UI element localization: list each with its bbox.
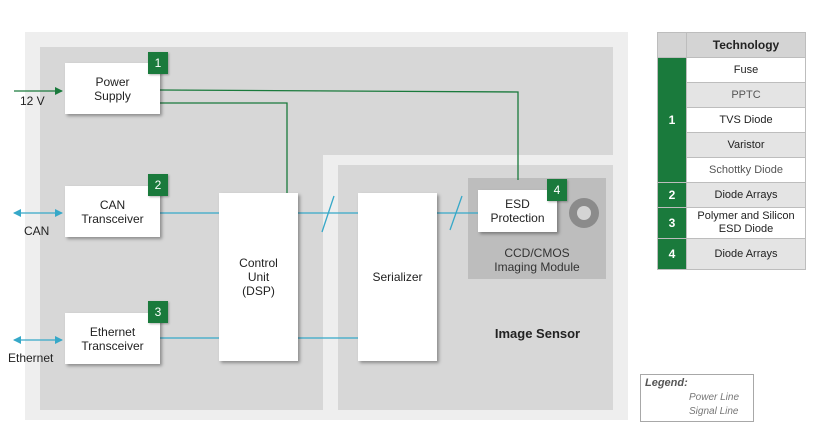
badge-3: 3 bbox=[148, 301, 168, 323]
bus-slash-1 bbox=[321, 195, 335, 233]
table-header-row: Technology bbox=[657, 32, 806, 58]
table-cell: Varistor bbox=[686, 132, 806, 158]
table-group-number: 1 bbox=[657, 57, 687, 183]
table-row: Schottky Diode bbox=[658, 157, 806, 183]
table-cell: Schottky Diode bbox=[686, 157, 806, 183]
table-cell: Diode Arrays bbox=[686, 238, 806, 270]
imaging-module-label: CCD/CMOS Imaging Module bbox=[494, 246, 580, 274]
badge-2: 2 bbox=[148, 174, 168, 196]
table-row: Varistor bbox=[658, 132, 806, 158]
esd-protection-block: ESD Protection bbox=[478, 190, 557, 232]
can-transceiver-block: CAN Transceiver bbox=[65, 186, 160, 237]
technology-table: Technology 1 Fuse PPTC TVS Diode Varisto… bbox=[657, 32, 806, 270]
legend-box: Legend: Power Line Signal Line bbox=[640, 374, 754, 422]
table-row: 2 Diode Arrays bbox=[657, 182, 806, 208]
table-row: 1 Fuse bbox=[657, 57, 806, 183]
table-row: PPTC bbox=[658, 82, 806, 108]
table-row: 3 Polymer and Silicon ESD Diode bbox=[657, 207, 806, 239]
power-line-to-esd bbox=[159, 89, 519, 180]
table-cell: PPTC bbox=[686, 82, 806, 108]
input-can-label: CAN bbox=[24, 224, 50, 238]
power-line-to-control bbox=[160, 102, 288, 193]
table-cell: Polymer and Silicon ESD Diode bbox=[686, 207, 806, 239]
camera-lens-center bbox=[577, 206, 591, 220]
table-cell: Diode Arrays bbox=[686, 182, 806, 208]
legend-power-label: Power Line bbox=[689, 392, 740, 403]
legend-signal-label: Signal Line bbox=[689, 406, 739, 417]
table-group-number: 2 bbox=[657, 182, 687, 208]
ethernet-transceiver-block: Ethernet Transceiver bbox=[65, 313, 160, 364]
table-group-number: 4 bbox=[657, 238, 687, 270]
table-header-blank bbox=[657, 32, 687, 58]
serializer-block: Serializer bbox=[358, 193, 437, 361]
table-header-technology: Technology bbox=[686, 32, 806, 58]
image-sensor-label: Image Sensor bbox=[494, 326, 581, 341]
table-row: 4 Diode Arrays bbox=[657, 238, 806, 270]
control-unit-block: Control Unit (DSP) bbox=[219, 193, 298, 361]
legend-title: Legend: bbox=[645, 377, 688, 389]
power-supply-block: Power Supply bbox=[65, 63, 160, 114]
table-cell: TVS Diode bbox=[686, 107, 806, 133]
bus-slash-2 bbox=[449, 195, 463, 231]
table-group-number: 3 bbox=[657, 207, 687, 239]
input-12v-label: 12 V bbox=[20, 94, 45, 108]
badge-1: 1 bbox=[148, 52, 168, 74]
input-ethernet-label: Ethernet bbox=[8, 351, 54, 365]
badge-4: 4 bbox=[547, 179, 567, 201]
table-cell: Fuse bbox=[686, 57, 806, 83]
